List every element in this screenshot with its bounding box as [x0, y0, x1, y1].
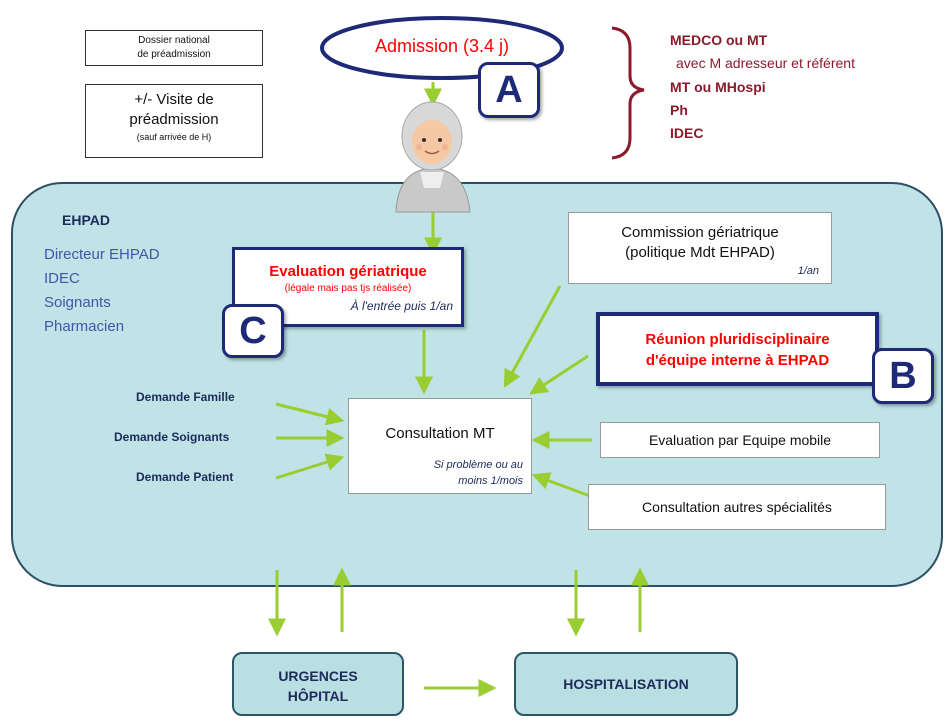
autres-specialites-box: Consultation autres spécialités	[588, 484, 886, 530]
patient-avatar	[395, 101, 471, 213]
commission-line1: Commission gériatrique	[621, 224, 779, 241]
actor-mhospi: MT ou MHospi	[670, 79, 766, 95]
letter-b: B	[872, 348, 934, 404]
commission-line2: (politique Mdt EHPAD)	[625, 244, 775, 261]
hospitalisation-label: HOSPITALISATION	[563, 676, 689, 692]
dossier-line2: de préadmission	[137, 49, 211, 60]
demande-patient: Demande Patient	[136, 470, 234, 484]
consultation-note1: Si problème ou au	[433, 459, 523, 471]
visite-line1: +/- Visite de	[134, 91, 214, 108]
ehpad-title: EHPAD	[62, 212, 110, 228]
reunion-line2: d'équipe interne à EHPAD	[645, 352, 830, 369]
arrow-commission	[503, 285, 562, 388]
urgences-line1: URGENCES	[278, 668, 358, 684]
actor-ph: Ph	[670, 102, 688, 118]
dossier-national-box: Dossier national de préadmission	[85, 30, 263, 66]
ehpad-staff-directeur: Directeur EHPAD	[44, 246, 160, 263]
evaluation-note: (légale mais pas tjs réalisée)	[284, 283, 412, 294]
actor-idec: IDEC	[670, 125, 704, 141]
commission-freq: 1/an	[797, 265, 819, 277]
actor-adresseur: avec M adresseur et référent	[676, 55, 855, 71]
admission-label: Admission (3.4 j)	[374, 36, 510, 56]
equipe-mobile-box: Evaluation par Equipe mobile	[600, 422, 880, 458]
consultation-title: Consultation MT	[385, 425, 495, 442]
demande-soignants: Demande Soignants	[114, 430, 230, 444]
letter-a: A	[478, 62, 540, 118]
arrow-famille	[275, 402, 345, 426]
actors-brace	[611, 26, 645, 160]
visite-line2: préadmission	[129, 111, 219, 128]
evaluation-title: Evaluation gériatrique	[269, 263, 427, 280]
arrow-reunion	[529, 354, 589, 395]
ehpad-staff-soignants: Soignants	[44, 294, 111, 311]
demande-famille: Demande Famille	[136, 390, 235, 404]
urgences-line2: HÔPITAL	[287, 688, 349, 704]
arrow-specialites	[531, 472, 591, 498]
commission-geriatrique-box: Commission gériatrique (politique Mdt EH…	[568, 212, 832, 284]
urgences-hopital-box: URGENCES HÔPITAL	[232, 652, 404, 716]
letter-c: C	[222, 304, 284, 358]
autres-specialites-label: Consultation autres spécialités	[642, 499, 832, 515]
actor-medco: MEDCO ou MT	[670, 32, 768, 48]
evaluation-freq: À l'entrée puis 1/an	[350, 299, 453, 313]
visite-preadmission-box: +/- Visite de préadmission (sauf arrivée…	[85, 84, 263, 158]
reunion-pluridisciplinaire-box: Réunion pluridisciplinaire d'équipe inte…	[596, 312, 879, 386]
dossier-line1: Dossier national	[138, 35, 210, 46]
ehpad-staff-idec: IDEC	[44, 270, 80, 287]
consultation-mt-box: Consultation MT Si problème ou au moins …	[348, 398, 532, 494]
hospitalisation-box: HOSPITALISATION	[514, 652, 738, 716]
equipe-mobile-label: Evaluation par Equipe mobile	[648, 432, 832, 448]
reunion-line1: Réunion pluridisciplinaire	[645, 331, 830, 348]
consultation-note2: moins 1/mois	[458, 475, 523, 487]
visite-note: (sauf arrivée de H)	[136, 132, 212, 142]
arrow-patient-demande	[275, 453, 345, 480]
ehpad-staff-pharmacien: Pharmacien	[44, 318, 125, 335]
